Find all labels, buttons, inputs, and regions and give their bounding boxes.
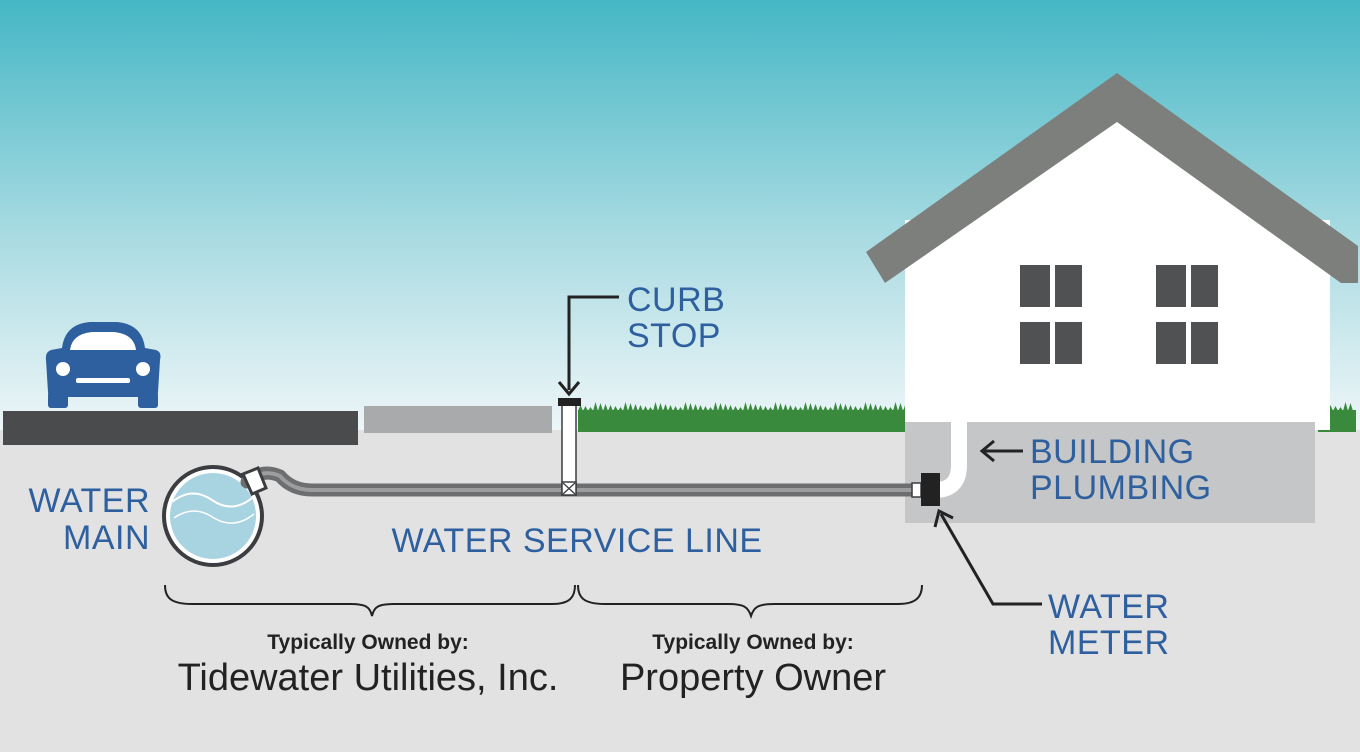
curb-stop-label-line1: CURB bbox=[627, 281, 725, 319]
water-main-label-line1: WATER bbox=[29, 482, 150, 520]
ownership-brace-owner bbox=[577, 584, 923, 620]
curb-stop-label-line2: STOP bbox=[627, 317, 721, 355]
water-main-pipe-icon bbox=[162, 465, 264, 567]
sidewalk bbox=[364, 406, 552, 433]
water-meter-icon bbox=[911, 473, 940, 506]
property-owner-name: Property Owner bbox=[620, 657, 886, 699]
water-meter-pointer bbox=[933, 508, 1042, 606]
building-plumbing-pointer bbox=[979, 439, 1023, 463]
building-plumbing-label-line1: BUILDING bbox=[1030, 433, 1195, 471]
roof bbox=[866, 73, 1358, 283]
ownership-brace-utility bbox=[164, 584, 576, 617]
house-wall bbox=[905, 220, 1330, 430]
water-service-line-label: WATER SERVICE LINE bbox=[391, 522, 762, 560]
car-icon bbox=[45, 322, 161, 408]
water-meter-label-line1: WATER bbox=[1048, 588, 1169, 626]
utility-owner-name: Tidewater Utilities, Inc. bbox=[178, 657, 559, 699]
curb-stop-pointer bbox=[557, 295, 619, 397]
property-owned-by-heading: Typically Owned by: bbox=[652, 631, 854, 654]
window-left bbox=[1020, 265, 1082, 364]
water-meter-label-line2: METER bbox=[1048, 624, 1170, 662]
utility-owned-by-heading: Typically Owned by: bbox=[267, 631, 469, 654]
water-main-label-line2: MAIN bbox=[63, 519, 150, 557]
curb-stop-valve-icon bbox=[558, 398, 581, 496]
basement bbox=[905, 422, 1315, 523]
house-icon bbox=[866, 73, 1358, 523]
road bbox=[3, 411, 358, 445]
window-right bbox=[1156, 265, 1218, 364]
building-plumbing-label-line2: PLUMBING bbox=[1030, 469, 1212, 507]
